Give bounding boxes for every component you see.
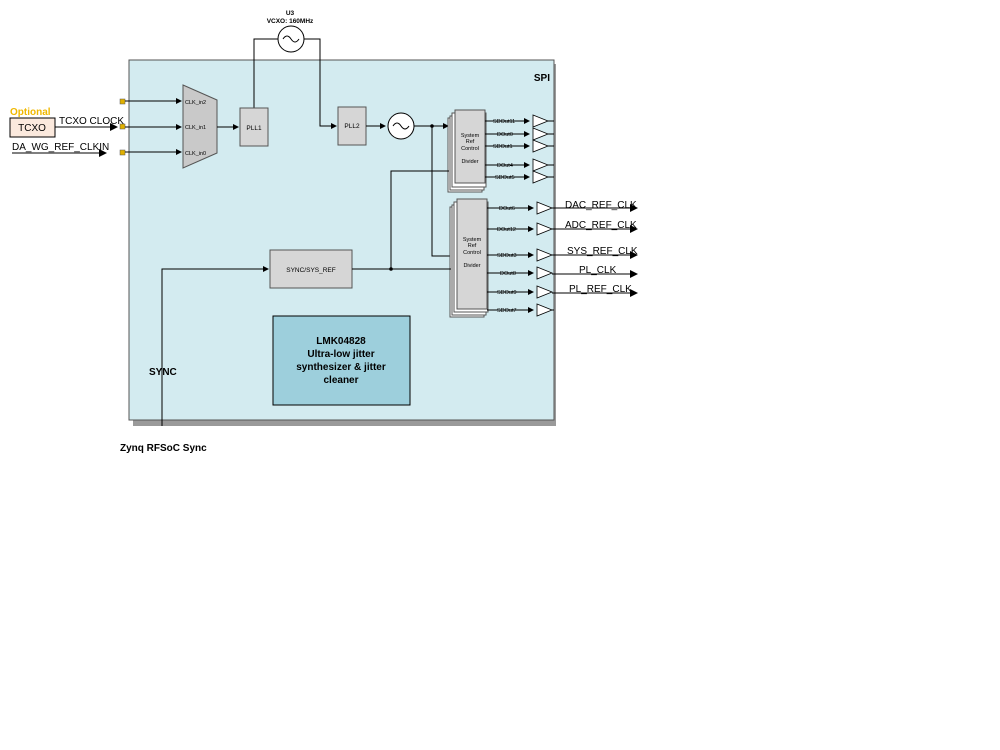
input-pin-0 — [119, 149, 126, 156]
bottom-output-label-5: SDOut7 — [497, 308, 517, 314]
top-output-4: SDOut5 — [485, 170, 554, 184]
buffer-triangle-icon — [532, 170, 550, 184]
mux-input-label-0: CLK_in0 — [185, 151, 206, 157]
sync-label: SYNC — [149, 367, 177, 378]
chip-line-4: cleaner — [323, 375, 358, 386]
footer-label: Zynq RFSoC Sync — [120, 443, 207, 454]
bottom-divider-label-4: Divider — [463, 263, 480, 269]
bottom-output-label-1: DOut12 — [497, 227, 516, 233]
bottom-output-3: DOut8 PL_CLK — [487, 265, 638, 280]
dac-ref-clk-label: DAC_REF_CLK — [565, 200, 637, 211]
vco-to-bottom-divider-wire — [431, 126, 451, 257]
sync-input-wire — [161, 266, 269, 426]
buffer-triangle-icon — [532, 114, 550, 128]
top-divider-block — [454, 109, 486, 184]
bottom-output-label-3: DOut8 — [500, 271, 516, 277]
mux-input-label-2: CLK_in2 — [185, 100, 206, 106]
bottom-divider-block — [456, 198, 488, 310]
bottom-output-label-4: SDOut9 — [497, 290, 517, 296]
sync-sysref-block — [269, 249, 353, 289]
chip-line-1: LMK04828 — [316, 336, 366, 347]
bottom-output-label-0: DOut6 — [499, 206, 515, 212]
lmk-chip-box — [272, 315, 411, 406]
bottom-output-1: DOut12 ADC_REF_CLK — [487, 220, 638, 236]
input-mux — [182, 84, 218, 169]
bottom-output-4: SDOut9 PL_REF_CLK — [487, 284, 638, 299]
vcxo-label: VCXO: 160MHz — [267, 18, 314, 25]
input-pin-2 — [119, 98, 126, 105]
top-output-label-1: DOut0 — [497, 132, 513, 138]
bottom-output-5: SDOut7 — [487, 303, 554, 317]
buffer-triangle-icon — [536, 222, 554, 236]
pl-clk-label: PL_CLK — [579, 265, 617, 276]
buffer-triangle-icon — [536, 285, 554, 299]
buffer-triangle-icon — [536, 266, 554, 280]
vcxo-wire-right — [304, 38, 337, 129]
top-output-label-2: SDOut1 — [493, 144, 513, 150]
top-output-label-0: SDOut11 — [493, 119, 515, 125]
top-divider-label-1: System — [461, 133, 480, 139]
top-divider-label-2: Ref — [466, 139, 475, 145]
top-output-2: SDOut1 — [485, 139, 554, 153]
buffer-triangle-icon — [536, 201, 554, 215]
pll2-label: PLL2 — [344, 123, 360, 130]
mux-input-label-1: CLK_in1 — [185, 125, 206, 131]
buffer-triangle-icon — [532, 127, 550, 141]
top-divider-label-3: Control — [461, 146, 479, 152]
tcxo-label: TCXO — [18, 123, 46, 134]
buffer-triangle-icon — [532, 139, 550, 153]
bottom-divider-label-1: System — [463, 237, 482, 243]
sine-wave-icon — [282, 35, 300, 43]
top-output-3: DOut4 — [485, 158, 554, 172]
vcxo-wire-left — [253, 38, 278, 108]
pl-ref-clk-label: PL_REF_CLK — [569, 284, 632, 295]
top-output-1: DOut0 — [485, 127, 554, 141]
pll2-block — [337, 106, 367, 146]
bottom-output-2: SDOut3 SYS_REF_CLK — [487, 246, 638, 262]
top-output-label-4: SDOut5 — [495, 175, 515, 181]
top-output-label-3: DOut4 — [497, 163, 513, 169]
sys-ref-clk-label: SYS_REF_CLK — [567, 246, 638, 257]
pll1-block — [239, 107, 269, 147]
bottom-divider-label-2: Ref — [468, 243, 477, 249]
sysref-to-top-wire — [390, 170, 449, 269]
optional-label: Optional — [10, 107, 51, 118]
top-divider-label-4: Divider — [461, 159, 478, 165]
chip-line-2: Ultra-low jitter — [307, 349, 374, 360]
pll1-label: PLL1 — [246, 125, 262, 132]
vco-sine-icon — [392, 122, 410, 130]
buffer-triangle-icon — [536, 303, 554, 317]
ref-clkin-label: DA_WG_REF_CLKIN — [12, 142, 109, 153]
sync-sysref-label: SYNC/SYS_REF — [286, 267, 336, 274]
buffer-triangle-icon — [532, 158, 550, 172]
input-pin-1 — [119, 123, 126, 130]
buffer-triangle-icon — [536, 248, 554, 262]
top-output-0: SDOut11 — [485, 114, 554, 128]
spi-label: SPI — [534, 73, 550, 84]
tcxo-clock-label: TCXO CLOCK — [59, 116, 124, 127]
bottom-output-0: DOut6 DAC_REF_CLK — [487, 200, 638, 215]
chip-line-3: synthesizer & jitter — [296, 362, 386, 373]
adc-ref-clk-label: ADC_REF_CLK — [565, 220, 637, 231]
vcxo-ref: U3 — [286, 10, 295, 17]
bottom-divider-label-3: Control — [463, 250, 481, 256]
bottom-output-label-2: SDOut3 — [497, 253, 517, 259]
